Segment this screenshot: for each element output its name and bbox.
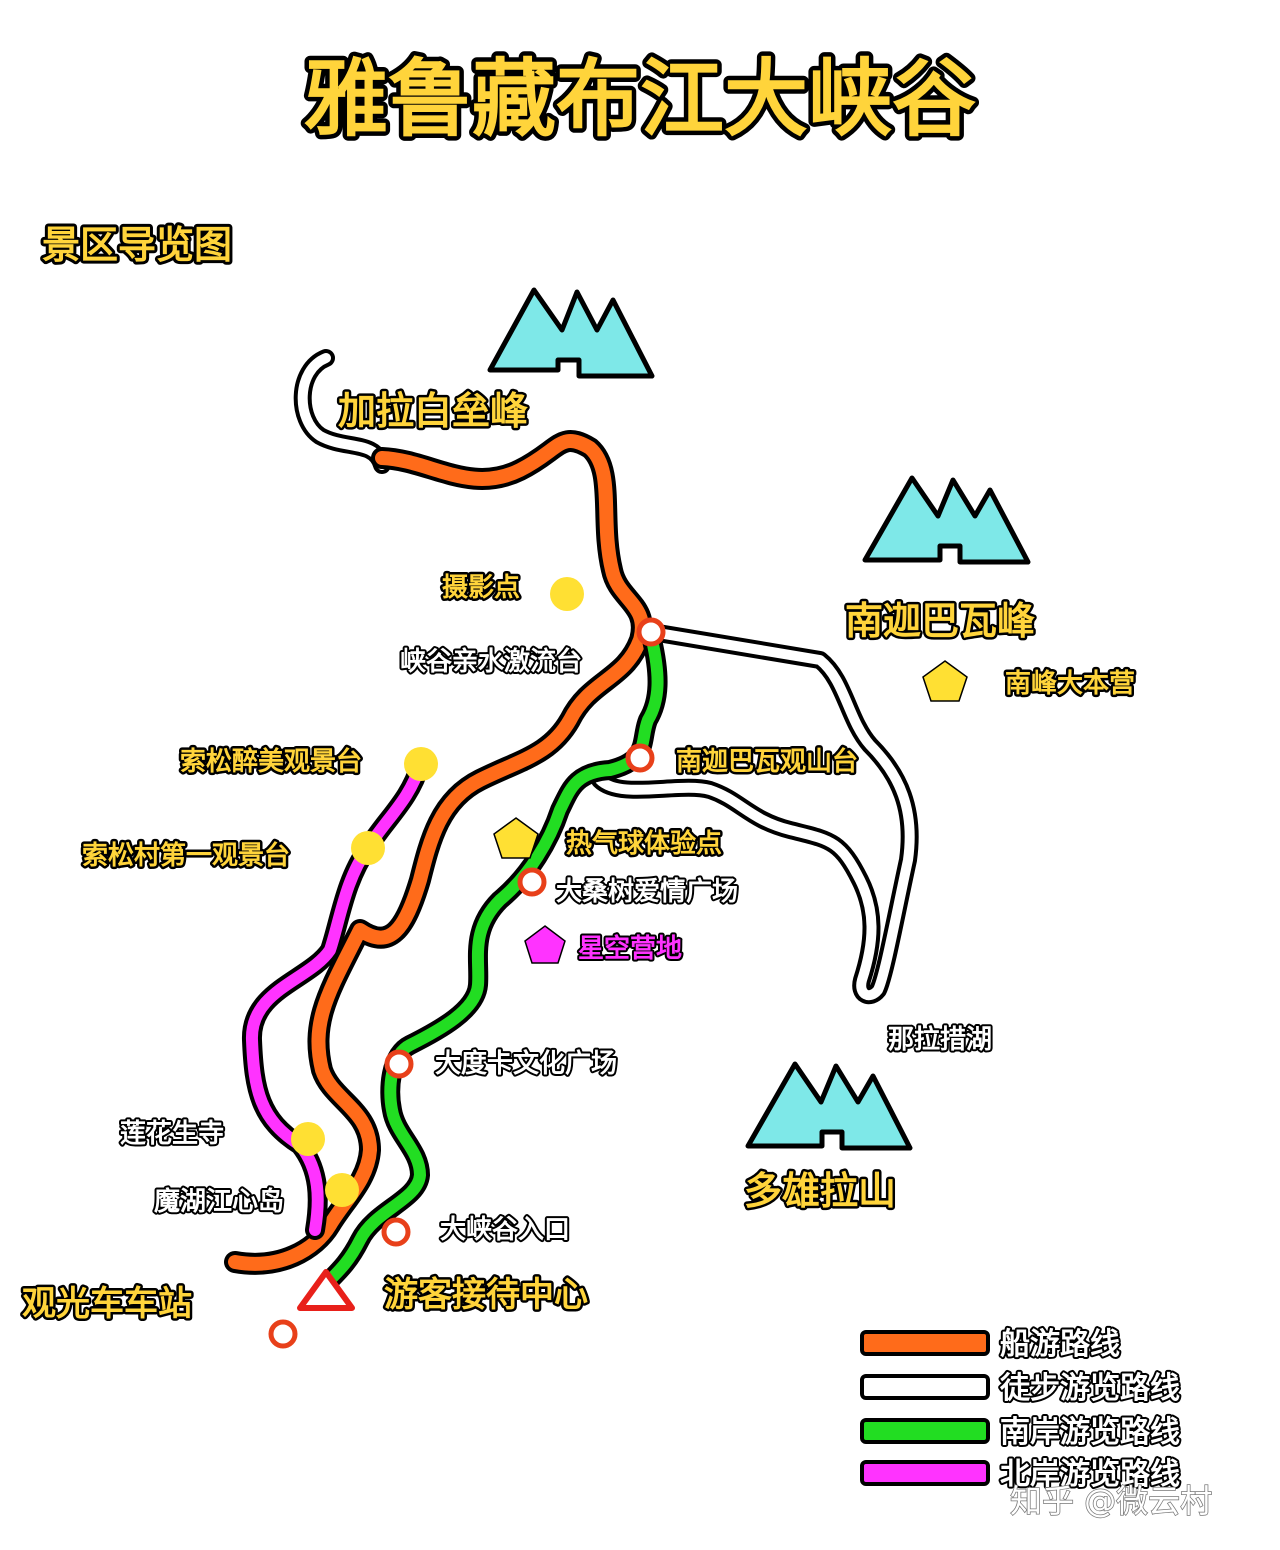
watermark: 知乎 @微云村 xyxy=(1010,1482,1212,1520)
label-jialabaile: 加拉白垒峰 xyxy=(338,389,528,433)
legend-label-south: 南岸游览路线 xyxy=(1000,1415,1180,1450)
label-daduka: 大度卡文化广场 xyxy=(435,1048,617,1079)
legend-label-hiking: 徒步游览路线 xyxy=(999,1371,1180,1406)
label-suosong-first: 索松村第一观景台 xyxy=(82,840,290,871)
label-entrance: 大峡谷入口 xyxy=(440,1215,570,1245)
label-duoxiongla: 多雄拉山 xyxy=(744,1169,896,1213)
label-nanfeng-camp: 南峰大本营 xyxy=(1005,669,1135,699)
mountain-icon xyxy=(745,1061,913,1151)
legend-label-boat: 船游路线 xyxy=(1000,1327,1120,1362)
label-mohu-island: 魔湖江心岛 xyxy=(154,1186,284,1217)
camp-icon xyxy=(493,660,968,964)
spot-marker xyxy=(291,577,584,1207)
label-visitor-center: 游客接待中心 xyxy=(384,1275,588,1315)
legend-swatch-hiking xyxy=(860,1374,990,1400)
label-nanjiabawa: 南迦巴瓦峰 xyxy=(845,599,1035,643)
label-mulberry: 大桑树爱情广场 xyxy=(556,877,738,907)
mountain-icon xyxy=(862,475,1031,565)
legend-swatch-south xyxy=(860,1418,990,1444)
hiking-route xyxy=(293,349,919,1005)
map-subtitle: 景区导览图 xyxy=(42,223,232,267)
legend-label-north: 北岸游览路线 xyxy=(1000,1457,1180,1492)
label-viewing-deck: 南迦巴瓦观山台 xyxy=(676,746,858,777)
label-nala-lake: 那拉措湖 xyxy=(888,1024,992,1055)
legend-swatch-north xyxy=(860,1460,990,1486)
label-balloon: 热气球体验点 xyxy=(566,828,722,859)
label-rafting: 峡谷亲水激流台 xyxy=(400,646,582,677)
boat-route xyxy=(224,430,653,1275)
mountain-icon xyxy=(487,287,655,379)
map-title: 雅鲁藏布江大峡谷 xyxy=(304,50,976,148)
label-bus-station: 观光车车站 xyxy=(22,1284,192,1324)
label-suosong-deck: 索松醉美观景台 xyxy=(180,746,362,777)
label-photo-spot: 摄影点 xyxy=(442,572,520,603)
label-lianhua-temple: 莲花生寺 xyxy=(120,1119,224,1149)
visitor-center-icon xyxy=(297,1269,355,1311)
legend-swatch-boat xyxy=(860,1330,990,1356)
legend: 船游路线 徒步游览路线 南岸游览路线 北岸游览路线 xyxy=(860,1325,1182,1494)
label-starry-camp: 星空营地 xyxy=(578,933,682,964)
stop-marker xyxy=(268,617,666,1349)
